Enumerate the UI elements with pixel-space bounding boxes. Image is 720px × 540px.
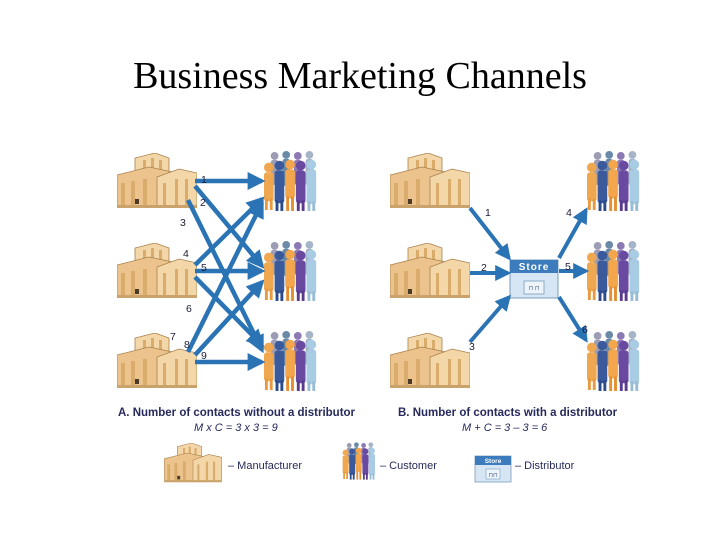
svg-text:Store: Store	[519, 262, 550, 273]
contact-number-label: 9	[201, 350, 207, 362]
contact-number-label: 6	[582, 324, 588, 336]
panel-b-caption: B. Number of contacts with a distributor	[398, 407, 618, 419]
manufacturer-building-icon	[390, 333, 470, 389]
contact-arrow	[557, 295, 588, 343]
customer-group-icon	[586, 151, 640, 211]
panel-a-formula: M x C = 3 x 3 = 9	[194, 422, 278, 434]
svg-text:Store: Store	[485, 458, 502, 465]
contact-number-label: 8	[184, 339, 190, 351]
svg-text:⊓ ⊓: ⊓ ⊓	[528, 286, 539, 292]
distributor-legend-icon: Store ⊓⊓	[474, 455, 512, 483]
store-distributor-icon: Store ⊓ ⊓	[509, 259, 559, 299]
customer-group-icon	[586, 241, 640, 301]
contact-arrow	[193, 279, 265, 357]
contact-arrow	[193, 275, 265, 348]
contact-number-label: 4	[566, 207, 572, 219]
contact-number-label: 2	[200, 197, 206, 209]
manufacturer-legend-icon	[164, 443, 222, 483]
contact-arrow	[557, 207, 588, 259]
panel-b-formula: M + C = 3 – 3 = 6	[462, 422, 548, 434]
svg-text:⊓⊓: ⊓⊓	[488, 473, 498, 479]
customer-legend-icon	[342, 442, 375, 480]
contact-number-label: 7	[170, 331, 176, 343]
contact-arrow	[193, 184, 265, 269]
customer-group-icon	[263, 151, 317, 211]
customer-group-icon	[263, 331, 317, 391]
legend: – Manufacturer – Customer Store ⊓⊓ – Dis…	[164, 442, 575, 483]
contact-number-label: 3	[469, 341, 475, 353]
customer-group-icon	[586, 331, 640, 391]
manufacturer-building-icon	[117, 153, 197, 209]
panel-a-direct-channels: 1 2 3 4 5 6 7 8 9 A. Number of contacts …	[117, 151, 356, 434]
contact-arrow	[185, 199, 265, 354]
slide-title: Business Marketing Channels	[133, 55, 587, 97]
contact-number-label: 1	[201, 174, 207, 186]
contact-number-label: 4	[183, 248, 189, 260]
manufacturer-building-icon	[390, 153, 470, 209]
contact-number-label: 6	[186, 303, 192, 315]
manufacturer-building-icon	[390, 243, 470, 299]
contact-number-label: 2	[481, 262, 487, 274]
contact-number-label: 3	[180, 217, 186, 229]
legend-manufacturer-label: – Manufacturer	[228, 460, 302, 472]
legend-customer-label: – Customer	[380, 460, 437, 472]
panel-a-caption: A. Number of contacts without a distribu…	[118, 407, 356, 419]
contact-number-label: 5	[565, 261, 571, 273]
customer-group-icon	[263, 241, 317, 301]
panel-b-distributor-channels: Store ⊓ ⊓ 1 2 3 4 5 6 B. Number of conta…	[390, 151, 640, 434]
contact-number-label: 5	[201, 262, 207, 274]
contact-arrow	[468, 206, 511, 261]
contact-number-label: 1	[485, 207, 491, 219]
contact-arrow	[468, 294, 512, 344]
legend-distributor-label: – Distributor	[515, 460, 575, 472]
